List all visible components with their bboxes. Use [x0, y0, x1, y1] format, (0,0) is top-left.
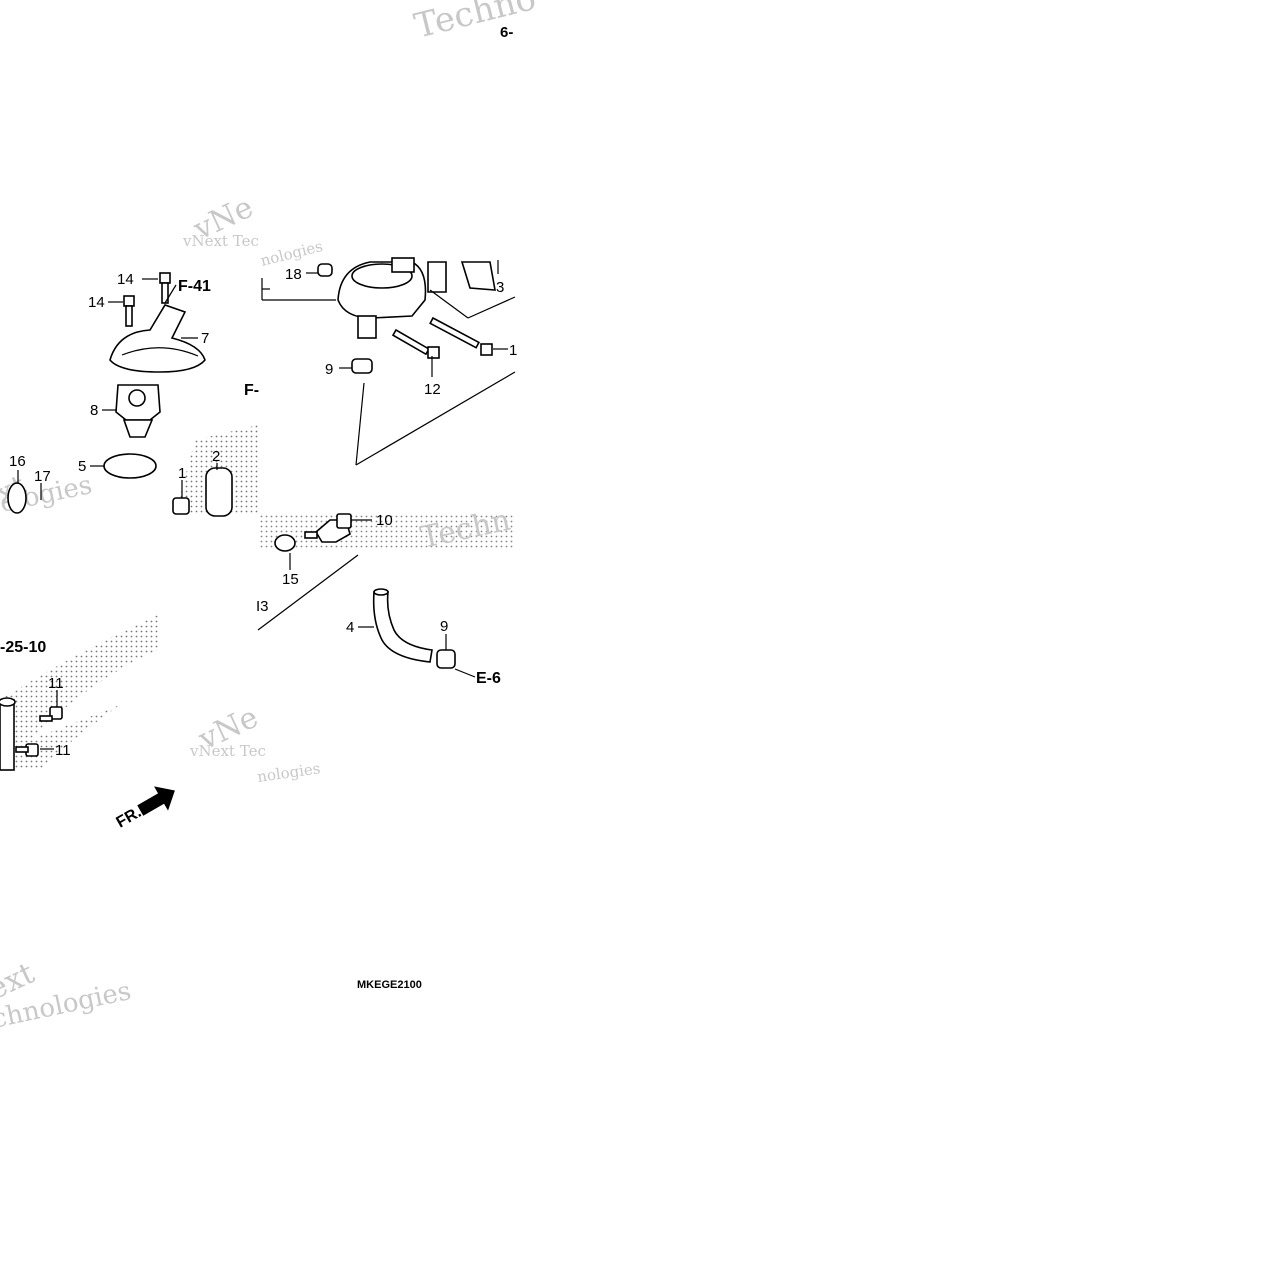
outline-line — [355, 382, 365, 466]
bolt-11a — [39, 706, 63, 722]
front-arrow-icon — [137, 786, 175, 816]
outline-line — [355, 371, 516, 466]
bolt-11b — [15, 743, 39, 757]
o-ring-5 — [103, 453, 157, 479]
label-9b: 9 — [440, 618, 448, 635]
arrow-e6 — [454, 668, 476, 678]
ref-f4: F- — [244, 382, 259, 399]
watermark: vNext Tec — [182, 232, 259, 250]
label-4: 4 — [346, 619, 354, 636]
outline-line — [257, 554, 359, 631]
watermark: nologies — [259, 237, 325, 270]
clip-9a — [351, 358, 373, 374]
label-13: I3 — [256, 598, 269, 615]
ref-f41: F-41 — [178, 278, 211, 295]
hose-4 — [372, 591, 433, 663]
label-15: 15 — [282, 571, 299, 588]
label-16: 16 — [9, 453, 26, 470]
watermark: vNext Tec — [189, 742, 266, 760]
stipple-area-wing — [0, 615, 158, 770]
outline-line — [467, 296, 516, 319]
diagram-code: MKEGE2100 — [357, 979, 422, 991]
duct-3 — [427, 261, 447, 293]
fitting-1 — [172, 497, 190, 515]
clip-9b — [436, 649, 456, 669]
label-10: 10 — [376, 512, 393, 529]
label-19: 1 — [509, 342, 517, 359]
label-14a: 14 — [117, 271, 134, 288]
watermark: Techno — [411, 0, 540, 47]
thermostat-8 — [115, 384, 161, 438]
bolt-long-19 — [429, 316, 493, 356]
label-1: 1 — [178, 465, 186, 482]
water-outlet-7 — [109, 304, 206, 373]
pipe-joint — [0, 697, 16, 771]
label-11a: 11 — [48, 675, 64, 692]
label-7: 7 — [201, 330, 209, 347]
label-17: 17 — [34, 468, 51, 485]
label-8: 8 — [90, 402, 98, 419]
bolt-14b — [123, 295, 135, 327]
bolt-12 — [391, 328, 440, 359]
duct-3b — [460, 261, 496, 291]
arrow-f41 — [164, 284, 177, 304]
label-5: 5 — [78, 458, 86, 475]
gasket-2 — [205, 467, 233, 517]
ref-e2510: -25-10 — [0, 639, 46, 656]
hose-4-end — [373, 588, 389, 596]
page-number: 6- — [500, 24, 513, 41]
label-3: 3 — [496, 279, 504, 296]
label-14b: 14 — [88, 294, 105, 311]
o-ring-16 — [7, 482, 27, 514]
bolt-14a — [159, 272, 171, 304]
label-9a: 9 — [325, 361, 333, 378]
dowel-18 — [317, 263, 333, 277]
temp-sensor-10 — [304, 513, 352, 543]
label-11b: 11 — [55, 742, 71, 759]
ref-e6: E-6 — [476, 670, 501, 687]
outline-line — [429, 289, 469, 319]
label-18: 18 — [285, 266, 302, 283]
label-12: 12 — [424, 381, 441, 398]
label-2: 2 — [212, 448, 220, 465]
watermark: nologies — [256, 759, 321, 786]
washer-15 — [274, 534, 296, 552]
housing-18 — [317, 257, 427, 339]
